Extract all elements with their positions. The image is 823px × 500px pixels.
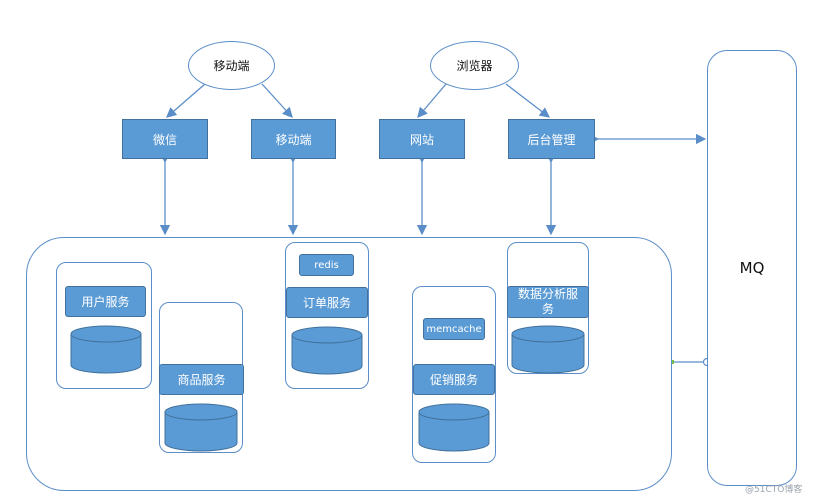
wechat-label: 微信 <box>152 132 177 147</box>
product-db-icon <box>164 403 238 452</box>
container-endpoint <box>670 360 674 364</box>
product-service-label: 商品服务 <box>177 373 226 387</box>
order-db-icon <box>291 326 363 375</box>
user-service-label: 用户服务 <box>81 295 130 309</box>
arrow-mobile-group-to-wechat <box>166 83 206 118</box>
user-service-box: 用户服务 <box>65 286 146 317</box>
redis-chip: redis <box>299 254 354 276</box>
wechat-box: 微信 <box>122 119 208 159</box>
website-label: 网站 <box>409 132 434 147</box>
watermark: @51CTO博客 <box>745 482 820 496</box>
order-service-label: 订单服务 <box>302 296 351 310</box>
website-box: 网站 <box>379 119 465 159</box>
browser-group-ellipse: 浏览器 <box>430 41 519 90</box>
admin-label: 后台管理 <box>527 132 576 147</box>
order-service-box: 订单服务 <box>286 287 368 318</box>
arrow-browser-group-to-admin <box>505 83 551 118</box>
analytics-service-box: 数据分析服务 <box>507 286 589 318</box>
mq-box: MQ <box>707 50 797 486</box>
user-db-icon <box>70 325 142 374</box>
analytics-db-icon <box>511 325 585 374</box>
promotion-db-icon <box>418 403 490 452</box>
mobile-group-label: 移动端 <box>213 59 250 73</box>
mq-label: MQ <box>739 259 765 277</box>
promotion-service-box: 促销服务 <box>413 364 495 395</box>
product-service-box: 商品服务 <box>159 364 244 395</box>
memcache-chip: memcache <box>423 318 485 340</box>
mobile-group-ellipse: 移动端 <box>188 41 275 90</box>
memcache-label: memcache <box>426 323 482 335</box>
redis-label: redis <box>314 259 339 271</box>
analytics-service-label: 数据分析服务 <box>518 287 579 316</box>
mobile-label: 移动端 <box>275 132 312 147</box>
promotion-service-label: 促销服务 <box>429 373 478 387</box>
watermark-text: @51CTO博客 <box>745 485 803 495</box>
mobile-box: 移动端 <box>251 119 336 159</box>
browser-group-label: 浏览器 <box>456 59 493 73</box>
arrow-browser-group-to-website <box>417 83 447 118</box>
arrow-mobile-group-to-mobile <box>261 83 293 118</box>
admin-box: 后台管理 <box>508 119 595 159</box>
